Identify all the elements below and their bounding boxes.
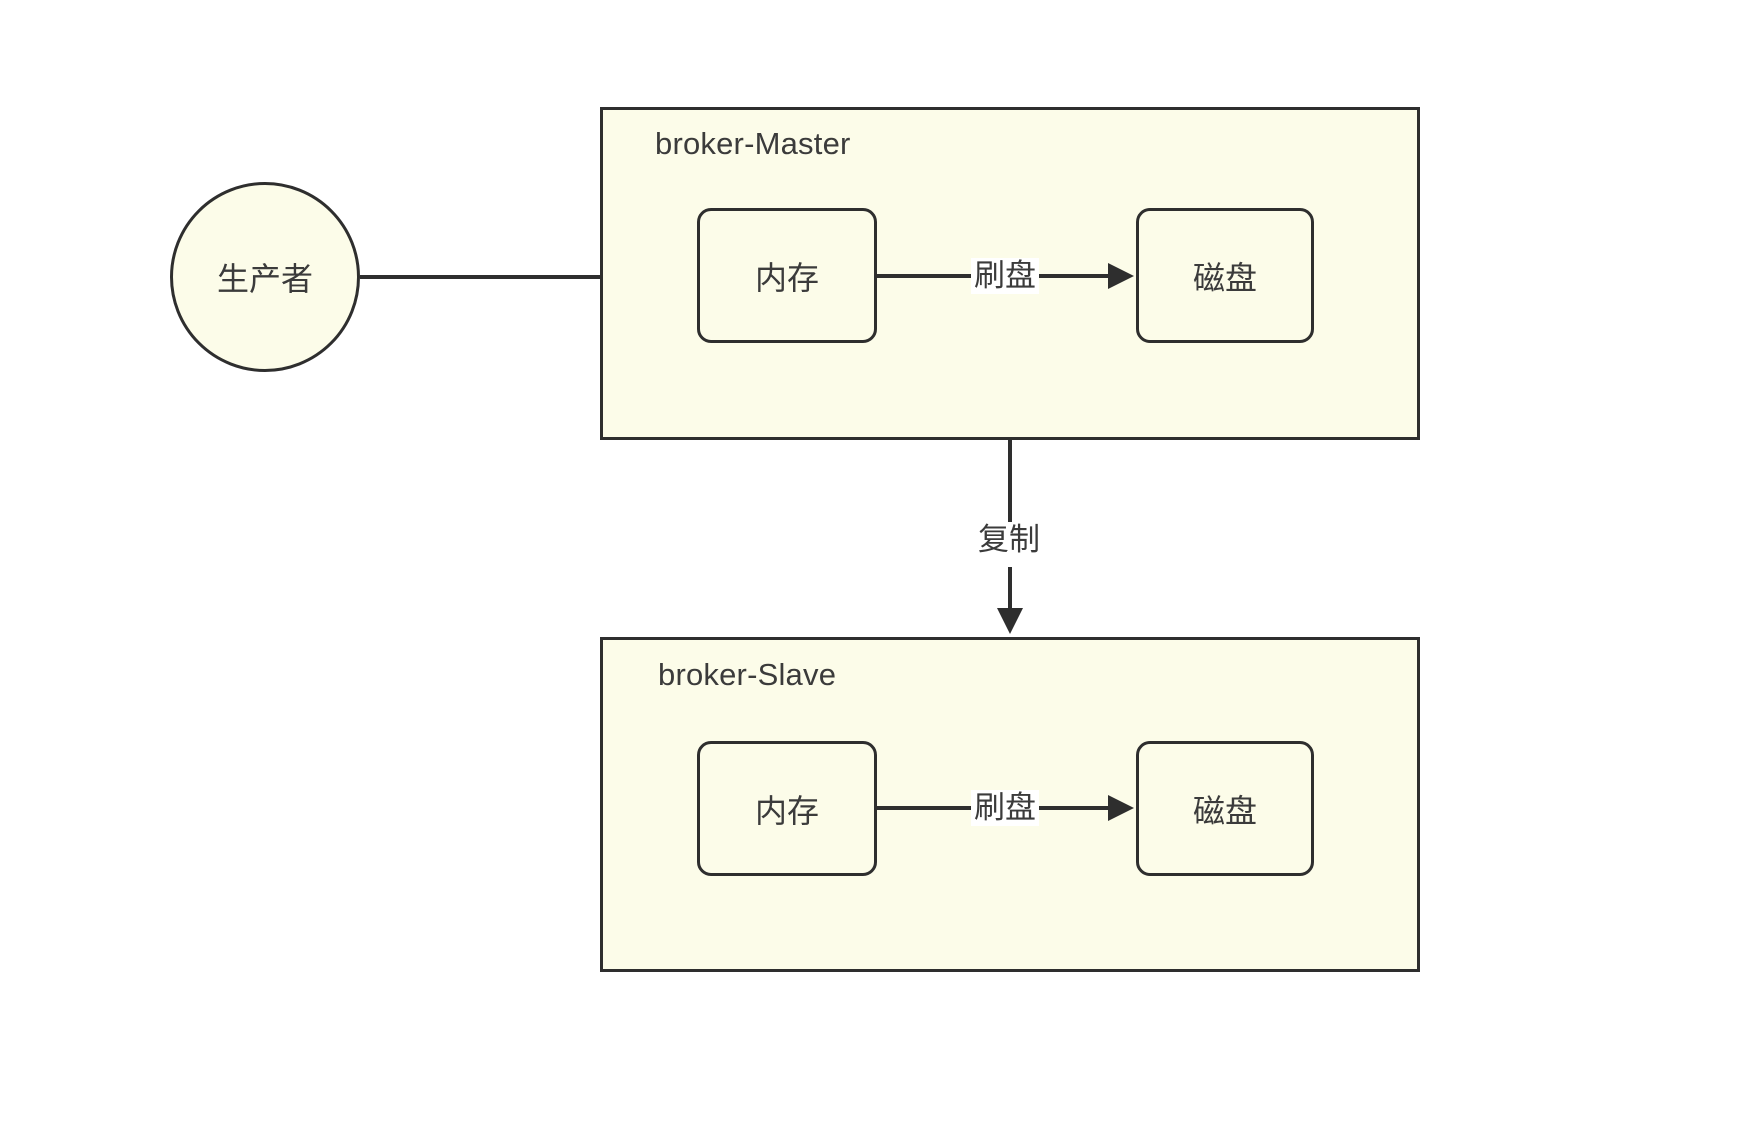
slave-flush-edge-label: 刷盘 <box>971 790 1039 827</box>
replication-edge-arrowhead <box>997 608 1023 634</box>
master-disk-label: 磁盘 <box>1192 259 1257 296</box>
slave-memory-box[interactable]: 内存 <box>697 741 877 876</box>
master-memory-label: 内存 <box>754 259 819 296</box>
replication-edge-label: 复制 <box>975 522 1043 559</box>
replication-edge-line-upper <box>1008 440 1012 528</box>
producer-node[interactable]: 生产者 <box>170 182 360 372</box>
broker-master-label: broker-Master <box>655 126 851 161</box>
slave-disk-box[interactable]: 磁盘 <box>1136 741 1314 876</box>
master-flush-edge-label: 刷盘 <box>971 258 1039 295</box>
edge-producer-to-memory-line <box>360 275 665 279</box>
slave-flush-edge-arrowhead <box>1108 795 1134 821</box>
slave-memory-label: 内存 <box>754 792 819 829</box>
slave-disk-label: 磁盘 <box>1192 792 1257 829</box>
replication-edge-line-lower <box>1008 567 1012 612</box>
broker-slave-label: broker-Slave <box>658 657 837 692</box>
master-memory-box[interactable]: 内存 <box>697 208 877 343</box>
producer-label: 生产者 <box>216 261 313 297</box>
master-flush-edge-arrowhead <box>1108 263 1134 289</box>
master-disk-box[interactable]: 磁盘 <box>1136 208 1314 343</box>
